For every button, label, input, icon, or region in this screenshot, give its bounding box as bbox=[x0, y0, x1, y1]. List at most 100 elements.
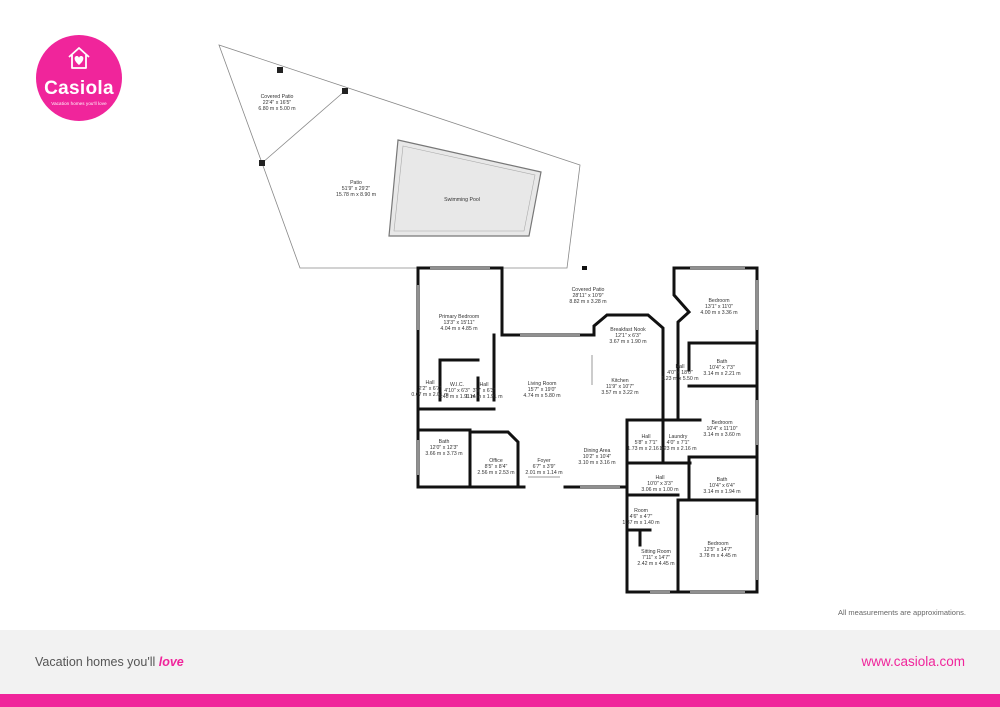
room-name: Hall bbox=[676, 364, 685, 370]
room-metric: 3.10 m x 3.16 m bbox=[578, 460, 615, 466]
room-imperial: 5'8" x 7'1" bbox=[635, 440, 658, 446]
room-metric: 1.23 m x 5.50 m bbox=[661, 376, 698, 382]
room-name: Bedroom bbox=[711, 420, 732, 426]
room-imperial: 10'4" x 7'3" bbox=[709, 365, 735, 371]
room-name: Hall bbox=[642, 434, 651, 440]
measurement-note: All measurements are approximations. bbox=[838, 608, 966, 617]
room-name: W.I.C. bbox=[450, 382, 464, 388]
room-name: Bedroom bbox=[707, 541, 728, 547]
room-imperial: 10'4" x 6'4" bbox=[709, 483, 735, 489]
room-metric: 1.48 m x 1.91 m bbox=[438, 394, 475, 400]
room-imperial: 51'9" x 29'2" bbox=[342, 186, 371, 192]
footer-tagline-prefix: Vacation homes you'll bbox=[35, 655, 159, 669]
room-name: Bedroom bbox=[708, 298, 729, 304]
room-imperial: 13'1" x 11'0" bbox=[705, 304, 733, 310]
room-metric: 3.14 m x 1.94 m bbox=[703, 489, 740, 495]
room-metric: 2.01 m x 1.14 m bbox=[525, 470, 562, 476]
logo-brand-name: Casiola bbox=[44, 78, 114, 99]
room-metric: 1.37 m x 1.40 m bbox=[622, 520, 659, 526]
room-name: Bath bbox=[717, 477, 728, 483]
room-name: Hall bbox=[480, 382, 489, 388]
room-name: Covered Patio bbox=[572, 287, 605, 293]
logo-tagline: Vacation homes you'll love bbox=[51, 101, 107, 106]
room-imperial: 10'0" x 3'3" bbox=[647, 481, 673, 487]
room-metric: 8.82 m x 3.28 m bbox=[569, 299, 606, 305]
room-imperial: 13'3" x 15'11" bbox=[444, 320, 475, 326]
room-metric: 15.78 m x 8.90 m bbox=[336, 192, 376, 198]
room-name: Room bbox=[634, 508, 648, 514]
footer-tagline-love: love bbox=[158, 655, 184, 669]
footer-accent-bar bbox=[0, 694, 1000, 707]
room-imperial: 10'4" x 11'10" bbox=[707, 426, 738, 432]
outdoor-area bbox=[218, 44, 581, 269]
room-imperial: 22'4" x 16'5" bbox=[263, 100, 292, 106]
room-name: Foyer bbox=[537, 458, 551, 464]
floor-plan: Covered Patio 22'4" x 16'5"6.80 m x 5.00 … bbox=[218, 44, 759, 594]
room-metric: 3.78 m x 4.45 m bbox=[699, 553, 736, 559]
room-name: Breakfast Nook bbox=[610, 327, 646, 333]
room-name: Swimming Pool bbox=[444, 197, 480, 203]
room-imperial: 3'9" x 6'3" bbox=[473, 388, 496, 394]
casiola-logo[interactable]: Casiola Vacation homes you'll love bbox=[36, 35, 122, 121]
room-name: Bath bbox=[717, 359, 728, 365]
room-metric: 2.56 m x 2.53 m bbox=[477, 470, 514, 476]
room-imperial: 4'10" x 6'3" bbox=[444, 388, 470, 394]
room-metric: 4.04 m x 4.85 m bbox=[440, 326, 477, 332]
room-imperial: 8'5" x 8'4" bbox=[485, 464, 508, 470]
room-metric: 0.67 m x 2.01 m bbox=[411, 392, 448, 398]
room-imperial: 12'5" x 14'7" bbox=[704, 547, 733, 553]
covered-patio-divider bbox=[261, 89, 347, 164]
room-imperial: 12'1" x 6'3" bbox=[615, 333, 641, 339]
room-name: Kitchen bbox=[611, 378, 628, 384]
room-metric: 6.80 m x 5.00 m bbox=[258, 106, 295, 112]
swimming-pool-outline bbox=[388, 139, 542, 237]
room-metric: 1.73 m x 2.16 m bbox=[627, 446, 664, 452]
room-imperial: 28'11" x 10'9" bbox=[573, 293, 604, 299]
room-label-wic: W.I.C.4'10" x 6'3"1.48 m x 1.91 m bbox=[438, 382, 475, 400]
room-metric: 1.14 m x 1.91 m bbox=[465, 394, 502, 400]
room-imperial: 15'7" x 19'0" bbox=[528, 387, 557, 393]
room-imperial: 4'6" x 4'7" bbox=[630, 514, 653, 520]
room-metric: 3.57 m x 3.22 m bbox=[601, 390, 638, 396]
room-name: Primary Bedroom bbox=[439, 314, 479, 320]
room-imperial: 10'2" x 10'4" bbox=[583, 454, 612, 460]
room-metric: 3.14 m x 3.60 m bbox=[703, 432, 740, 438]
room-imperial: 11'9" x 10'7" bbox=[606, 384, 634, 390]
room-metric: 3.67 m x 1.90 m bbox=[609, 339, 646, 345]
room-name: Bath bbox=[439, 439, 450, 445]
room-metric: 4.74 m x 5.80 m bbox=[523, 393, 560, 399]
room-name: Living Room bbox=[528, 381, 557, 387]
footer: Vacation homes you'll love www.casiola.c… bbox=[0, 630, 1000, 694]
room-imperial: 2'2" x 6'7" bbox=[419, 386, 442, 392]
footer-tagline: Vacation homes you'll love bbox=[35, 655, 184, 669]
room-metric: 4.00 m x 3.36 m bbox=[700, 310, 737, 316]
room-metric: 3.06 m x 1.00 m bbox=[641, 487, 678, 493]
footer-website-link[interactable]: www.casiola.com bbox=[861, 654, 965, 669]
room-imperial: 4'0" x 18'0" bbox=[667, 370, 693, 376]
room-metric: 1.23 m x 2.16 m bbox=[659, 446, 696, 452]
room-imperial: 7'11" x 14'7" bbox=[642, 555, 670, 561]
room-name: Sitting Room bbox=[641, 549, 671, 555]
